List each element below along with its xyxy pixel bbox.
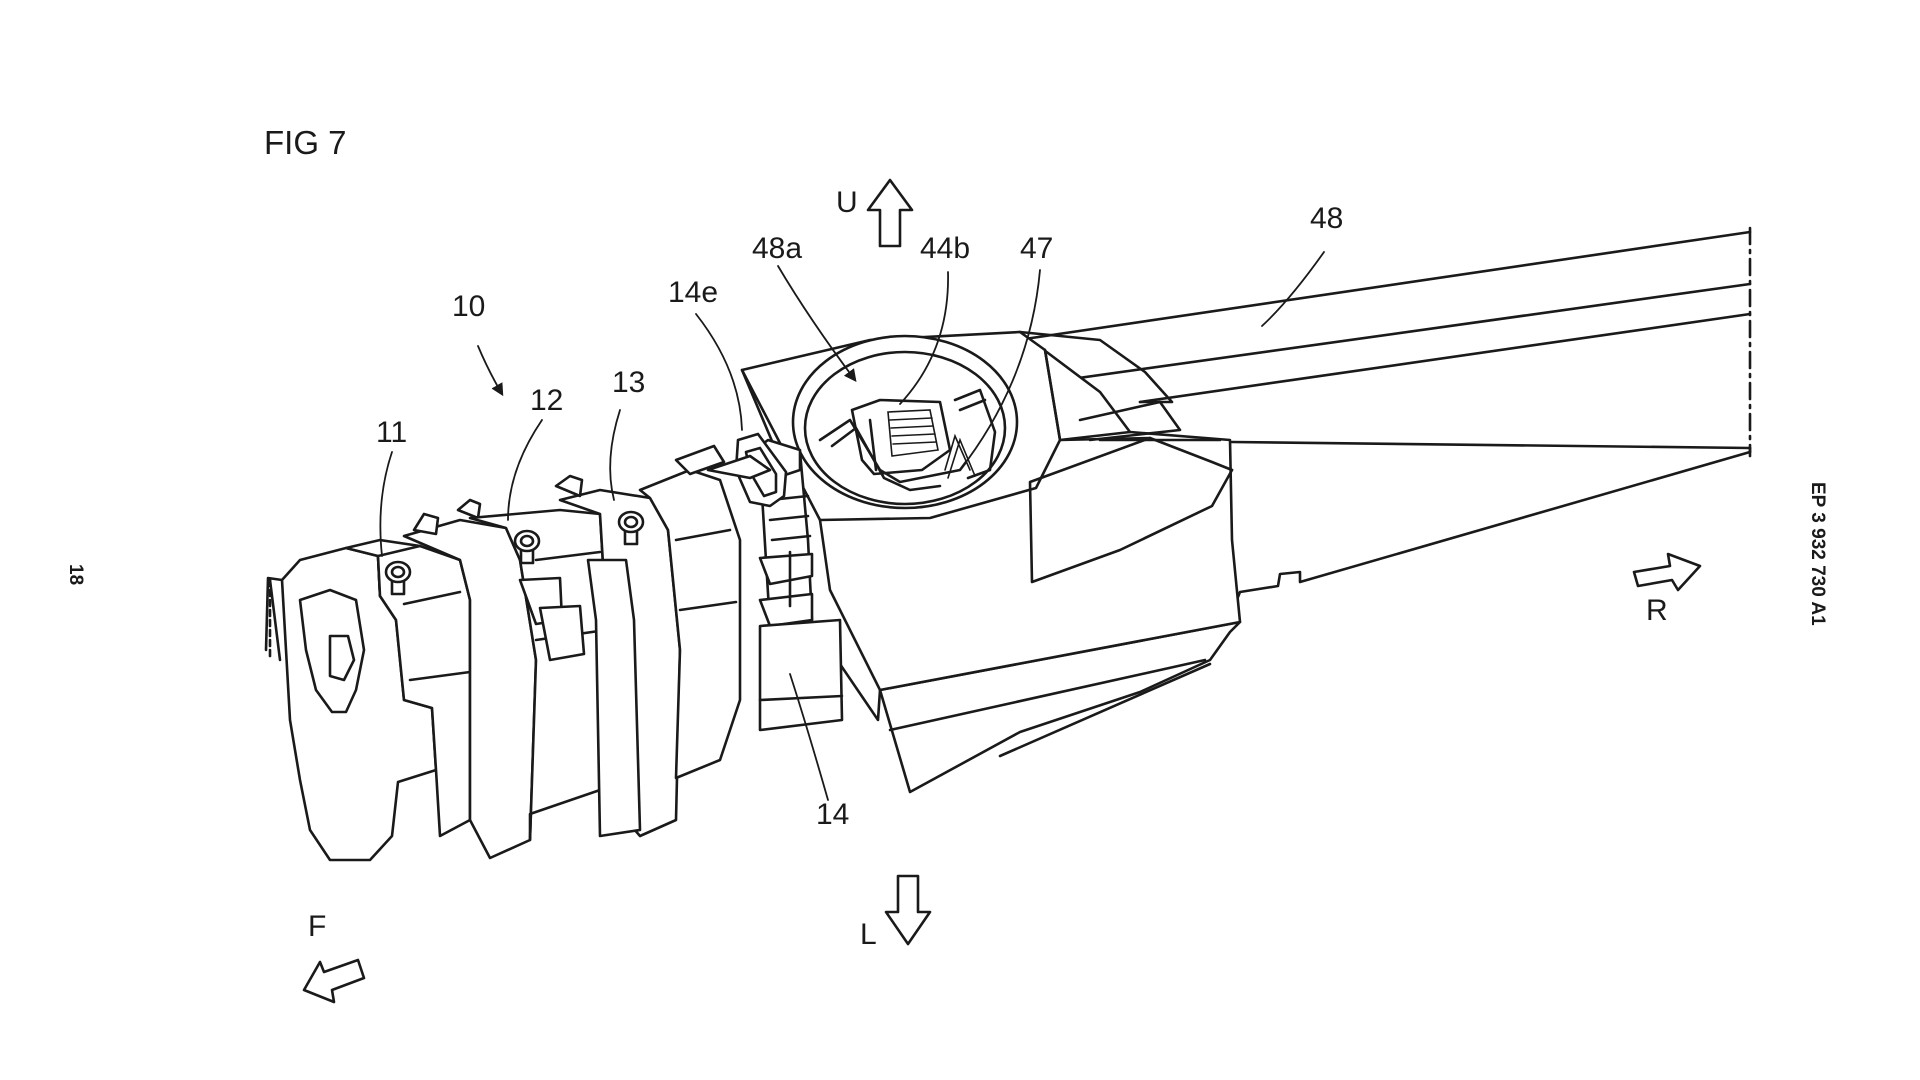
spring-element-44b <box>818 388 997 492</box>
figure-title: FIG 7 <box>264 124 347 161</box>
publication-number: EP 3 932 730 A1 <box>1807 482 1828 626</box>
ref-numeral-12: 12 <box>530 384 563 417</box>
screw-11 <box>384 560 412 596</box>
direction-label-up: U <box>836 186 858 219</box>
ref-numeral-44b: 44b <box>920 232 970 265</box>
up-arrow-icon <box>866 178 914 248</box>
ref-numeral-10: 10 <box>452 290 485 323</box>
connector-section-14 <box>734 432 844 732</box>
ref-numeral-48a: 48a <box>752 232 802 265</box>
direction-label-front: F <box>308 910 326 943</box>
ref-numeral-13: 13 <box>612 366 645 399</box>
page-number: 18 <box>65 564 86 585</box>
ref-numeral-14e: 14e <box>668 276 718 309</box>
leader-lines <box>379 251 1325 801</box>
elongated-arm-48 <box>1016 226 1752 604</box>
front-arrow-icon <box>302 958 366 1004</box>
ref-numeral-11: 11 <box>376 416 407 449</box>
screw-13 <box>617 510 645 546</box>
down-arrow-icon <box>884 874 932 946</box>
ref-numeral-14: 14 <box>816 798 849 831</box>
ref-numeral-48: 48 <box>1310 202 1343 235</box>
ref-numeral-47: 47 <box>1020 232 1053 265</box>
direction-label-down: L <box>860 918 877 951</box>
rear-arrow-icon <box>1632 552 1702 592</box>
cylinder-body <box>264 444 772 862</box>
direction-label-rear: R <box>1646 594 1668 627</box>
screw-12 <box>513 529 541 565</box>
